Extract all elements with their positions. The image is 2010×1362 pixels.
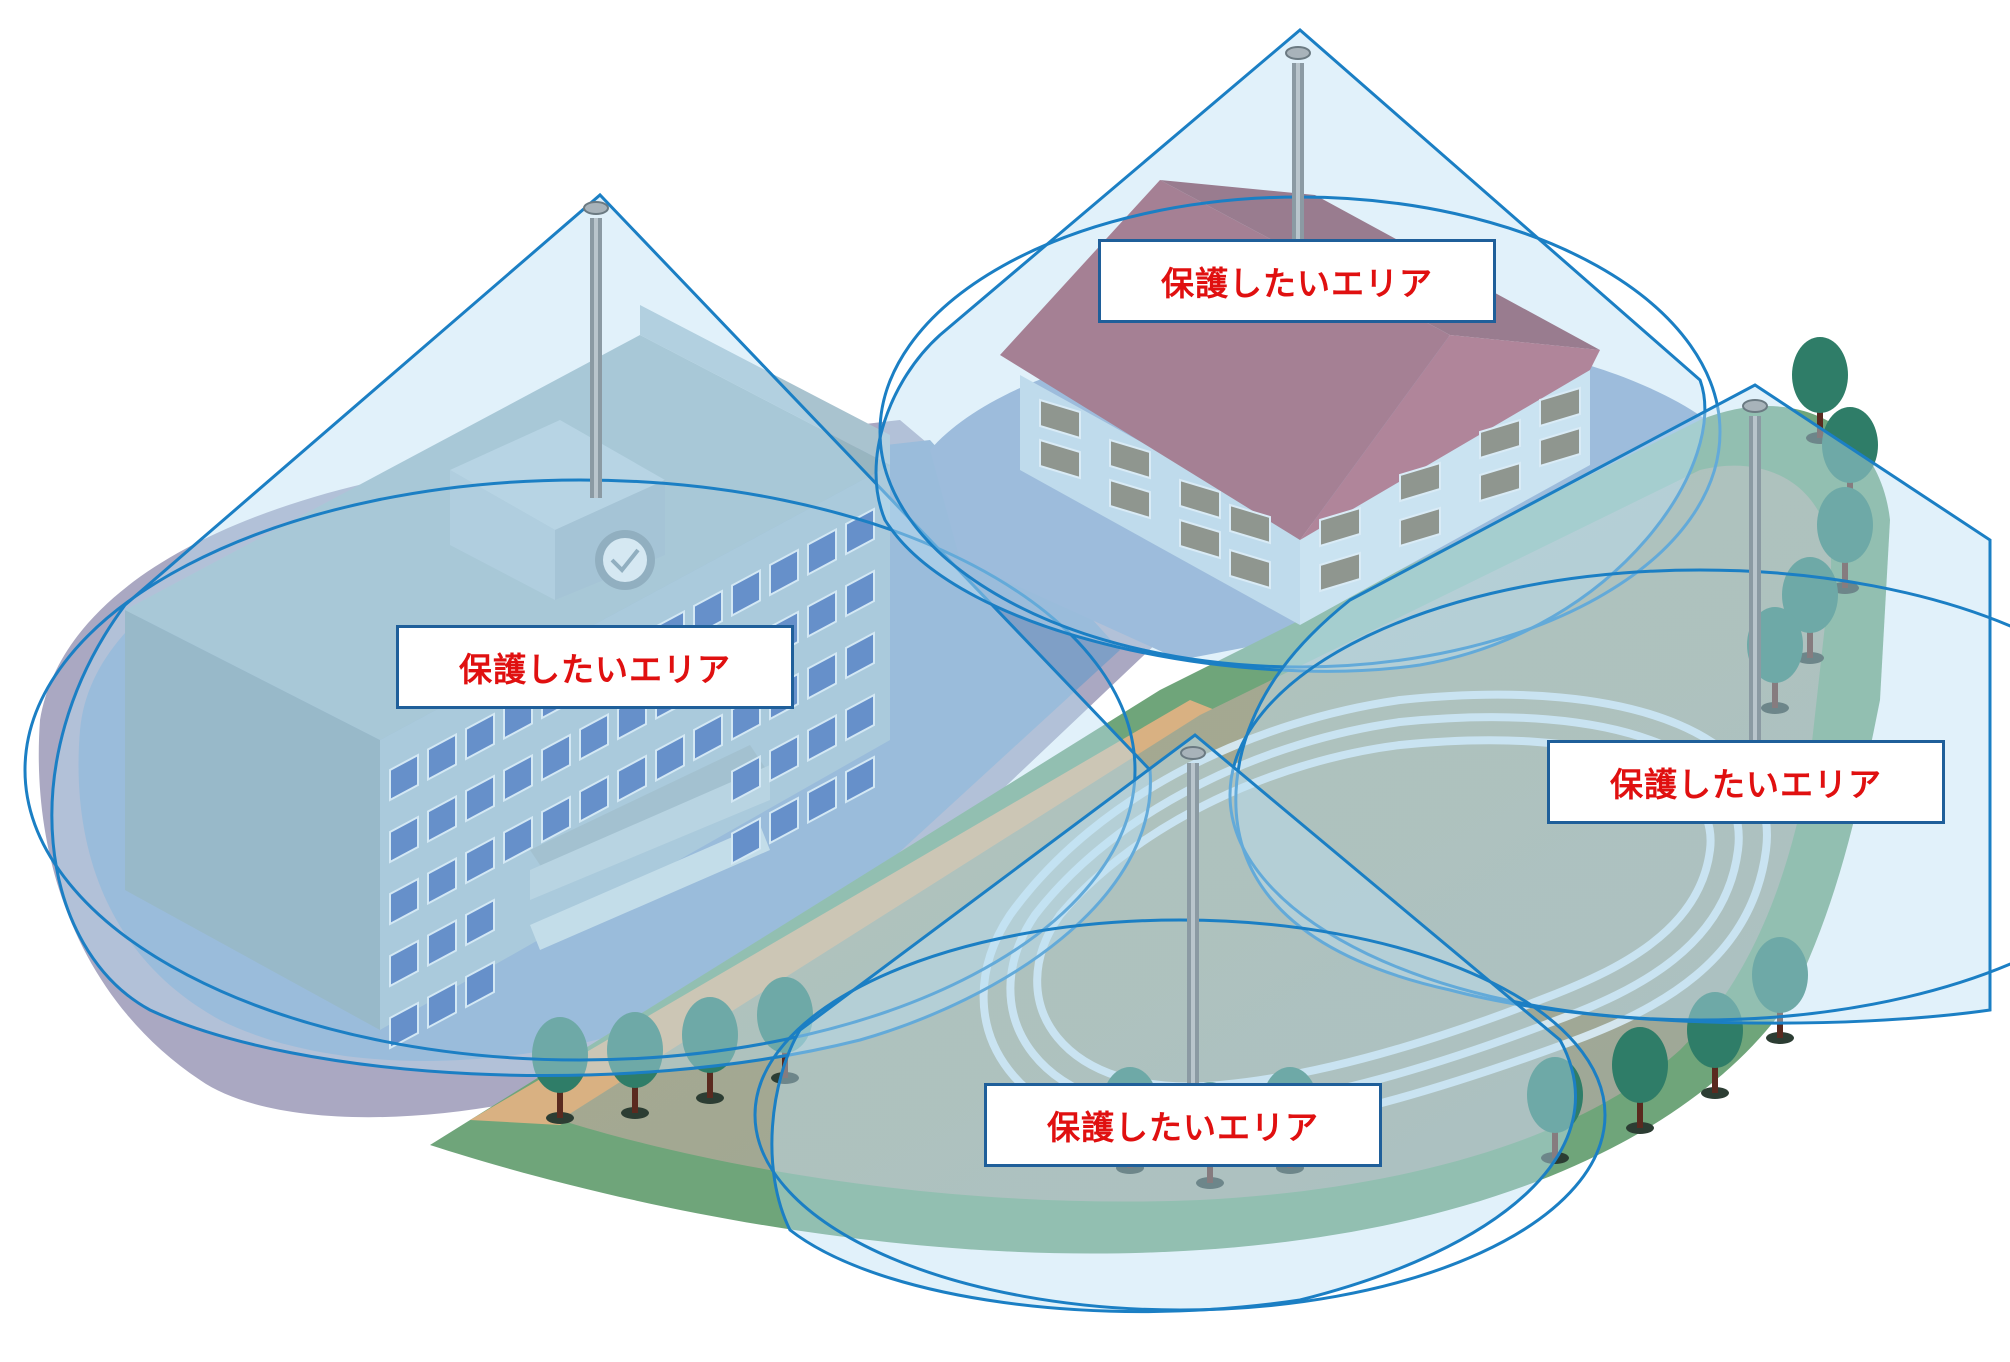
window xyxy=(389,877,419,926)
tree-trunk xyxy=(1777,1000,1783,1038)
window xyxy=(807,713,837,763)
window xyxy=(1539,386,1581,428)
sensor-poles xyxy=(583,46,1768,1085)
tree-trunk xyxy=(1842,550,1848,588)
window xyxy=(769,796,799,845)
window xyxy=(845,631,875,680)
window xyxy=(1479,461,1521,503)
window xyxy=(1399,461,1441,503)
tree-canopy xyxy=(1752,937,1808,1013)
window xyxy=(807,527,837,577)
window xyxy=(1319,551,1361,593)
window xyxy=(1109,438,1151,480)
window xyxy=(1179,478,1221,520)
area-label-field-east: 保護したいエリア xyxy=(1547,740,1945,824)
window xyxy=(465,712,495,761)
coverage-zone-field-east xyxy=(1234,383,1992,1025)
window xyxy=(389,1001,419,1050)
tree-trunk xyxy=(1772,670,1778,708)
window xyxy=(465,774,495,823)
tree-canopy xyxy=(1527,1057,1583,1133)
pole-highlight xyxy=(1753,416,1757,740)
tree-trunk xyxy=(1552,1120,1558,1158)
window xyxy=(731,754,761,804)
window xyxy=(1399,506,1441,548)
area-label-field-south: 保護したいエリア xyxy=(984,1083,1382,1167)
window xyxy=(503,815,533,865)
coverage-zone-gymnasium xyxy=(874,28,1707,673)
window xyxy=(1039,438,1081,480)
area-label-gymnasium: 保護したいエリア xyxy=(1098,239,1496,323)
area-label-main-building: 保護したいエリア xyxy=(396,625,794,709)
window xyxy=(655,733,685,783)
main-school-building xyxy=(125,305,890,1030)
window xyxy=(427,732,457,782)
tree-canopy xyxy=(1817,487,1873,563)
window xyxy=(1539,426,1581,468)
tree-trunk xyxy=(1712,1055,1718,1093)
tree-canopy xyxy=(1822,407,1878,483)
window xyxy=(389,939,419,988)
tree-trunk xyxy=(1637,1090,1643,1128)
campus-trees xyxy=(532,337,1878,1189)
window xyxy=(1229,548,1271,590)
gymnasium-windows xyxy=(1039,386,1581,593)
window xyxy=(1319,506,1361,548)
window xyxy=(1109,478,1151,520)
window xyxy=(845,693,875,742)
window xyxy=(389,815,419,864)
sensor-head xyxy=(1742,399,1768,413)
window xyxy=(427,794,457,844)
sensor-head xyxy=(1180,746,1206,760)
window xyxy=(731,816,761,866)
tree-trunk xyxy=(557,1080,563,1118)
window xyxy=(1479,418,1521,460)
pole-highlight xyxy=(1191,763,1195,1085)
window xyxy=(427,918,457,968)
window xyxy=(389,753,419,802)
tree-trunk xyxy=(1817,400,1823,438)
window xyxy=(807,775,837,825)
window xyxy=(503,753,533,803)
window xyxy=(579,774,609,824)
window xyxy=(541,795,571,844)
window xyxy=(1039,398,1081,440)
pole-highlight xyxy=(1296,63,1300,240)
window xyxy=(579,712,609,762)
tree-trunk xyxy=(1807,620,1813,658)
window xyxy=(465,898,495,947)
window xyxy=(769,548,799,597)
window xyxy=(1229,503,1271,545)
tree-canopy xyxy=(1612,1027,1668,1103)
window xyxy=(427,856,457,906)
window xyxy=(769,734,799,783)
window xyxy=(465,960,495,1009)
tree-trunk xyxy=(632,1075,638,1113)
window xyxy=(465,836,495,885)
window xyxy=(541,733,571,782)
tree-trunk xyxy=(707,1060,713,1098)
window xyxy=(1179,518,1221,560)
sensor-head xyxy=(583,201,609,215)
window xyxy=(845,569,875,618)
window xyxy=(617,754,647,803)
tree-canopy xyxy=(607,1012,663,1088)
window xyxy=(731,568,761,618)
window xyxy=(807,589,837,639)
tree-canopy xyxy=(1792,337,1848,413)
window xyxy=(427,980,457,1030)
sensor-head xyxy=(1285,46,1311,60)
tree-canopy xyxy=(1687,992,1743,1068)
window xyxy=(693,713,723,762)
window xyxy=(807,651,837,701)
window xyxy=(845,755,875,804)
pole-highlight xyxy=(594,218,598,498)
